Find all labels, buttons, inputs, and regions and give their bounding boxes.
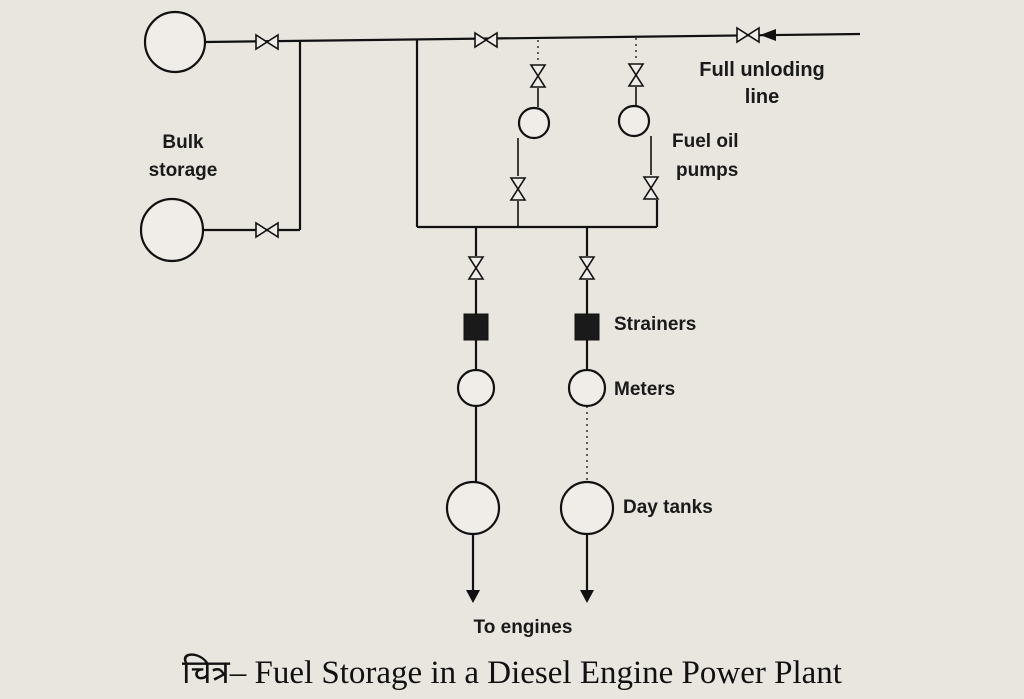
valve-bottom-tank [255,222,279,238]
strainer-a [463,313,489,341]
valve-top-tank [255,34,279,50]
label-pumps: pumps [676,160,738,181]
valve-header [474,32,498,48]
label-meters: Meters [614,379,675,400]
arrow-to-engine-a [466,590,480,603]
label-to-engines: To engines [474,617,573,638]
pump1-valve-bottom [510,177,526,201]
arrow-to-engine-b [580,590,594,603]
label-fuel-oil: Fuel oil [672,131,739,152]
meter-a [456,368,496,408]
pump2-valve-bottom [643,176,659,200]
label-bulk: Bulk [162,132,204,153]
label-full-unloading: Full unloding [699,59,825,81]
day-tank-b [559,480,615,536]
figure-caption: चित्र– Fuel Storage in a Diesel Engine P… [182,655,842,691]
label-storage: storage [149,160,218,181]
valve-unloading [736,27,760,43]
fuel-storage-diagram: Bulk storage Full unloding line Fuel oil… [139,10,861,638]
unloading-arrow [760,29,776,41]
meter-b [567,368,607,408]
bulk-storage-tank-bottom [139,197,205,263]
label-strainers: Strainers [614,314,696,335]
fuel-oil-pump-1 [517,106,551,140]
strainer-b [574,313,600,341]
pump2-valve-top [628,63,644,87]
day-tank-a [445,480,501,536]
fuel-oil-pump-2 [617,104,651,138]
label-day-tanks: Day tanks [623,497,713,518]
lineB-valve [579,256,595,280]
label-line: line [745,86,779,108]
pump1-valve-top [530,64,546,88]
bulk-storage-tank-top [143,10,207,74]
lineA-valve [468,256,484,280]
